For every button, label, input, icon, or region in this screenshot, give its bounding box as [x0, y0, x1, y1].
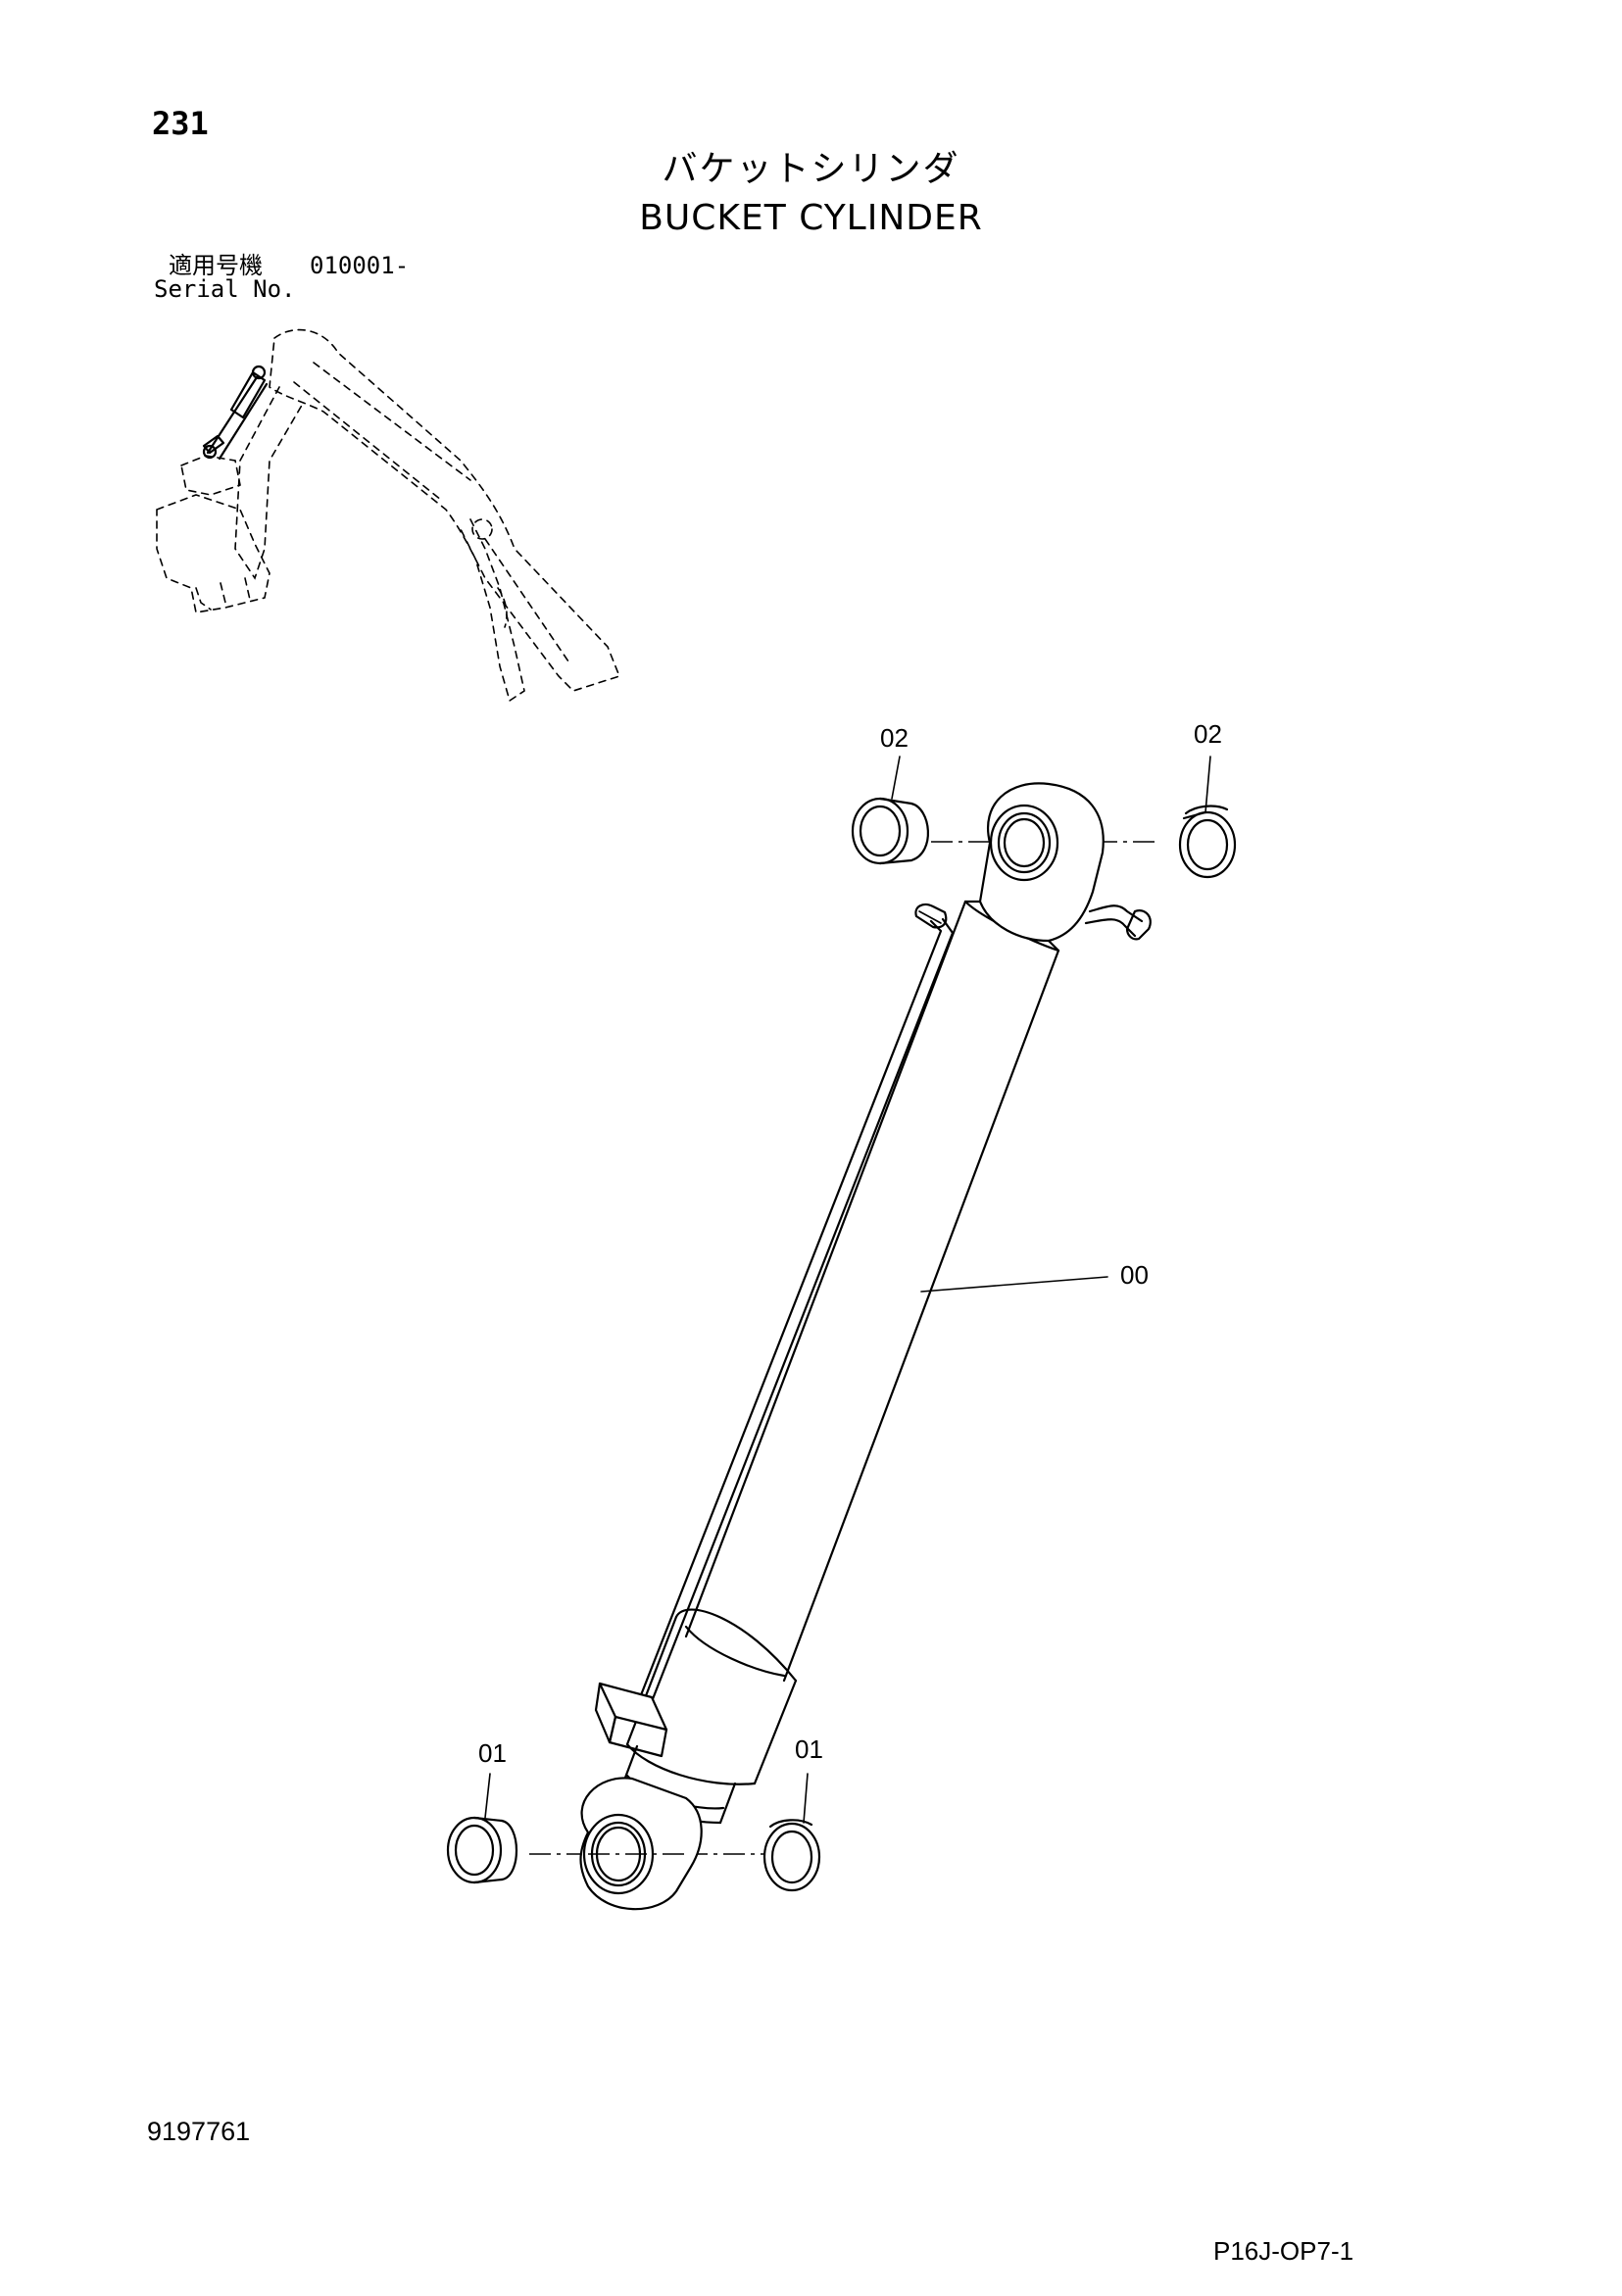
callout-00: 00 — [1120, 1260, 1149, 1290]
page-number: 231 — [152, 105, 209, 142]
callout-01-right: 01 — [795, 1734, 823, 1764]
callout-02-right: 02 — [1194, 719, 1222, 749]
callout-01-left: 01 — [478, 1738, 507, 1768]
page-code: P16J-OP7-1 — [1213, 2236, 1354, 2266]
serial-value: 010001- — [310, 252, 410, 279]
bushing-01-right — [762, 1773, 821, 1892]
title-english: BUCKET CYLINDER — [639, 198, 983, 238]
callout-02-left: 02 — [880, 723, 909, 753]
bucket-cylinder-drawing — [529, 782, 1156, 1911]
title-japanese: バケットシリンダ — [662, 149, 960, 189]
excavator-arm-location-icon — [156, 328, 621, 703]
bushing-02-right — [1178, 756, 1237, 879]
bushing-02-left — [851, 756, 929, 865]
drawing-number: 9197761 — [147, 2117, 251, 2146]
serial-label-japanese: 適用号機 — [169, 252, 263, 279]
bushing-01-left — [446, 1773, 518, 1884]
serial-label-english: Serial No. — [154, 275, 296, 303]
